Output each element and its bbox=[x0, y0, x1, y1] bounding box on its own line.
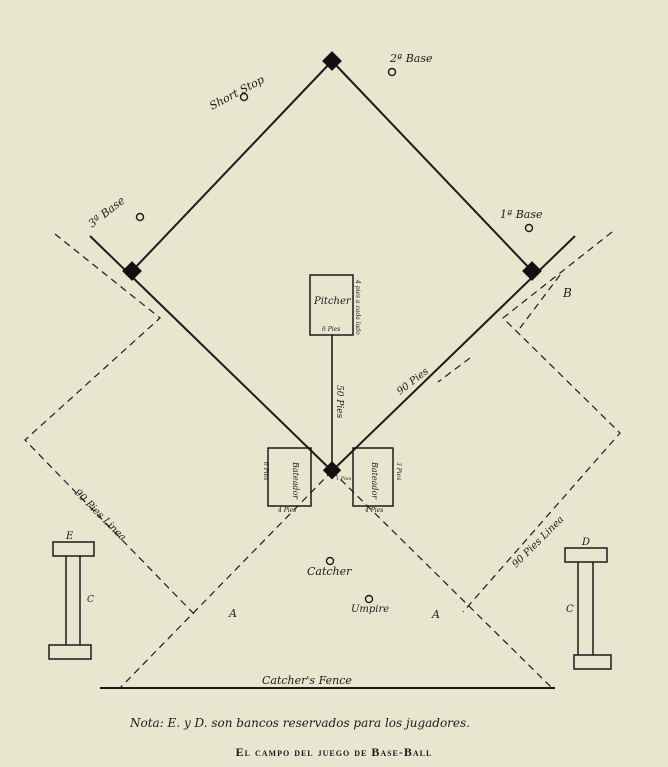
batter-box-left bbox=[267, 447, 312, 507]
dashed-boundaries bbox=[24, 231, 621, 689]
left-foul-distance-label: 90 Pies Linea bbox=[72, 487, 128, 543]
first-base-bag bbox=[522, 261, 542, 281]
first-base-label: 1ª Base bbox=[500, 208, 543, 221]
first-base-marker bbox=[524, 223, 534, 233]
catcher-label: Catcher bbox=[307, 565, 352, 578]
plate-note-label: 1 Pies bbox=[336, 476, 352, 482]
third-base-bag bbox=[122, 261, 142, 281]
bench-d-side-label: C bbox=[566, 604, 574, 615]
batter-box-right bbox=[352, 447, 394, 507]
player-markers bbox=[135, 67, 534, 604]
bench-d bbox=[564, 547, 612, 670]
umpire-marker bbox=[364, 594, 374, 604]
batter-left-label: Bateador bbox=[291, 461, 300, 500]
bench-note: Nota: E. y D. son bancos reservados para… bbox=[130, 716, 470, 730]
bench-e bbox=[48, 541, 95, 660]
second-base-bag bbox=[322, 51, 342, 71]
bases bbox=[122, 51, 542, 480]
pitcher-side-label: 4 pies a cada lado bbox=[354, 279, 361, 335]
short-stop-label: Short Stop bbox=[207, 73, 266, 113]
batter-right-bottom-label: 4 Pies bbox=[364, 507, 383, 514]
pitcher-label: Pitcher bbox=[313, 296, 352, 307]
pitcher-bottom-label: 6 Pies bbox=[322, 326, 340, 333]
catchers-fence-label: Catcher's Fence bbox=[262, 674, 352, 687]
batter-right-label: Bateador bbox=[370, 461, 379, 500]
b-marker-label: B bbox=[562, 286, 572, 300]
umpire-label: Umpire bbox=[351, 604, 389, 615]
second-base-label: 2ª Base bbox=[389, 52, 433, 65]
batter-left-bottom-label: 4 Pies bbox=[277, 507, 296, 514]
right-foul-distance-label: 90 Pies Linea bbox=[510, 514, 566, 570]
catcher-marker bbox=[325, 556, 335, 566]
pitch-distance-label: 50 Pies bbox=[334, 385, 344, 419]
bench-d-top-label: D bbox=[581, 537, 590, 548]
home-plate bbox=[322, 461, 342, 480]
area-a-left-label: A bbox=[228, 607, 237, 620]
bench-e-side-label: C bbox=[87, 595, 94, 605]
batter-right-side-label: 3 Pies bbox=[395, 462, 402, 480]
short-stop-marker bbox=[239, 92, 249, 102]
second-base-marker bbox=[387, 67, 397, 77]
bench-e-top-label: E bbox=[65, 531, 74, 542]
third-base-marker bbox=[135, 212, 145, 222]
pitcher-box bbox=[309, 274, 354, 336]
figure-caption: El campo del juego de Base-Ball bbox=[235, 745, 433, 759]
area-a-right-label: A bbox=[431, 608, 440, 621]
third-base-label: 3ª Base bbox=[86, 194, 128, 231]
batter-left-side-label: 6 Pies bbox=[262, 462, 269, 480]
